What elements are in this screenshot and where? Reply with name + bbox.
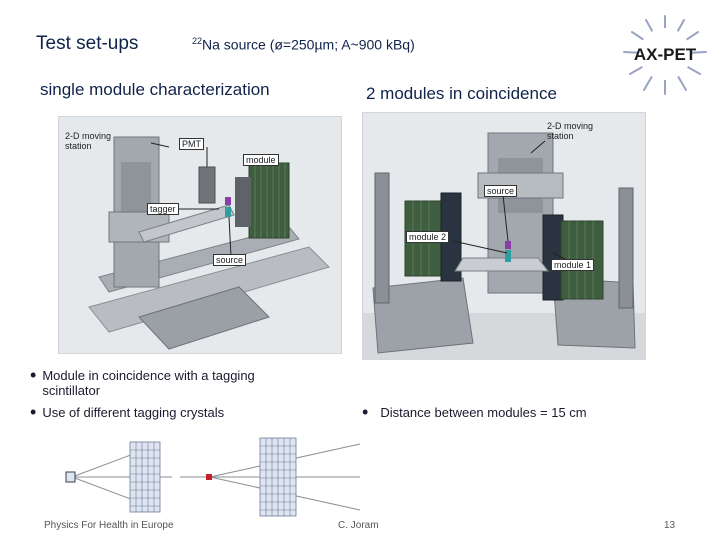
- right-panel-heading: 2 modules in coincidence: [366, 84, 557, 103]
- module1-label: module 1: [551, 259, 595, 271]
- source-text: Na source (ø=250µm; A~900 kBq): [202, 36, 415, 53]
- bullet-icon: •: [30, 402, 37, 422]
- bullet-text: Distance between modules = 15 cm: [380, 405, 587, 420]
- module2-label: module 2: [406, 231, 450, 243]
- list-item: • Use of different tagging crystals: [30, 402, 330, 422]
- single-module-setup-illustration: [59, 117, 341, 353]
- list-item: • Distance between modules = 15 cm: [362, 402, 662, 422]
- bullet-text: Module in coincidence with a tagging sci…: [42, 368, 255, 398]
- bullet-text: Use of different tagging crystals: [42, 405, 225, 420]
- axpet-logo: AX-PET: [623, 15, 707, 95]
- single-module-setup-photo: 2-D moving station PMT module tagger sou…: [58, 116, 342, 354]
- coincidence-geometry-schematic: [65, 437, 360, 517]
- right-source-label: source: [484, 185, 518, 197]
- coincidence-setup-photo: 2-D moving station source module 2 modul…: [362, 112, 646, 360]
- pmt-label: PMT: [179, 138, 204, 150]
- right-moving-station-label: 2-D moving station: [547, 121, 594, 141]
- footer-event: Physics For Health in Europe: [44, 520, 174, 531]
- list-item: • Module in coincidence with a tagging s…: [30, 365, 330, 398]
- module-label: module: [243, 154, 279, 166]
- left-panel-heading: single module characterization: [40, 80, 270, 99]
- left-source-label: source: [213, 254, 247, 266]
- isotope-mass-number: 22: [192, 36, 203, 46]
- source-description: 22Na source (ø=250µm; A~900 kBq): [192, 36, 415, 53]
- logo-text: AX-PET: [634, 45, 697, 64]
- page-number: 13: [664, 520, 676, 531]
- footer-author: C. Joram: [338, 520, 379, 531]
- left-moving-station-label: 2-D moving station: [65, 131, 112, 151]
- slide-title: Test set-ups: [36, 33, 139, 54]
- tagger-label: tagger: [147, 203, 179, 215]
- bullet-icon: •: [362, 402, 369, 422]
- bullet-icon: •: [30, 365, 37, 385]
